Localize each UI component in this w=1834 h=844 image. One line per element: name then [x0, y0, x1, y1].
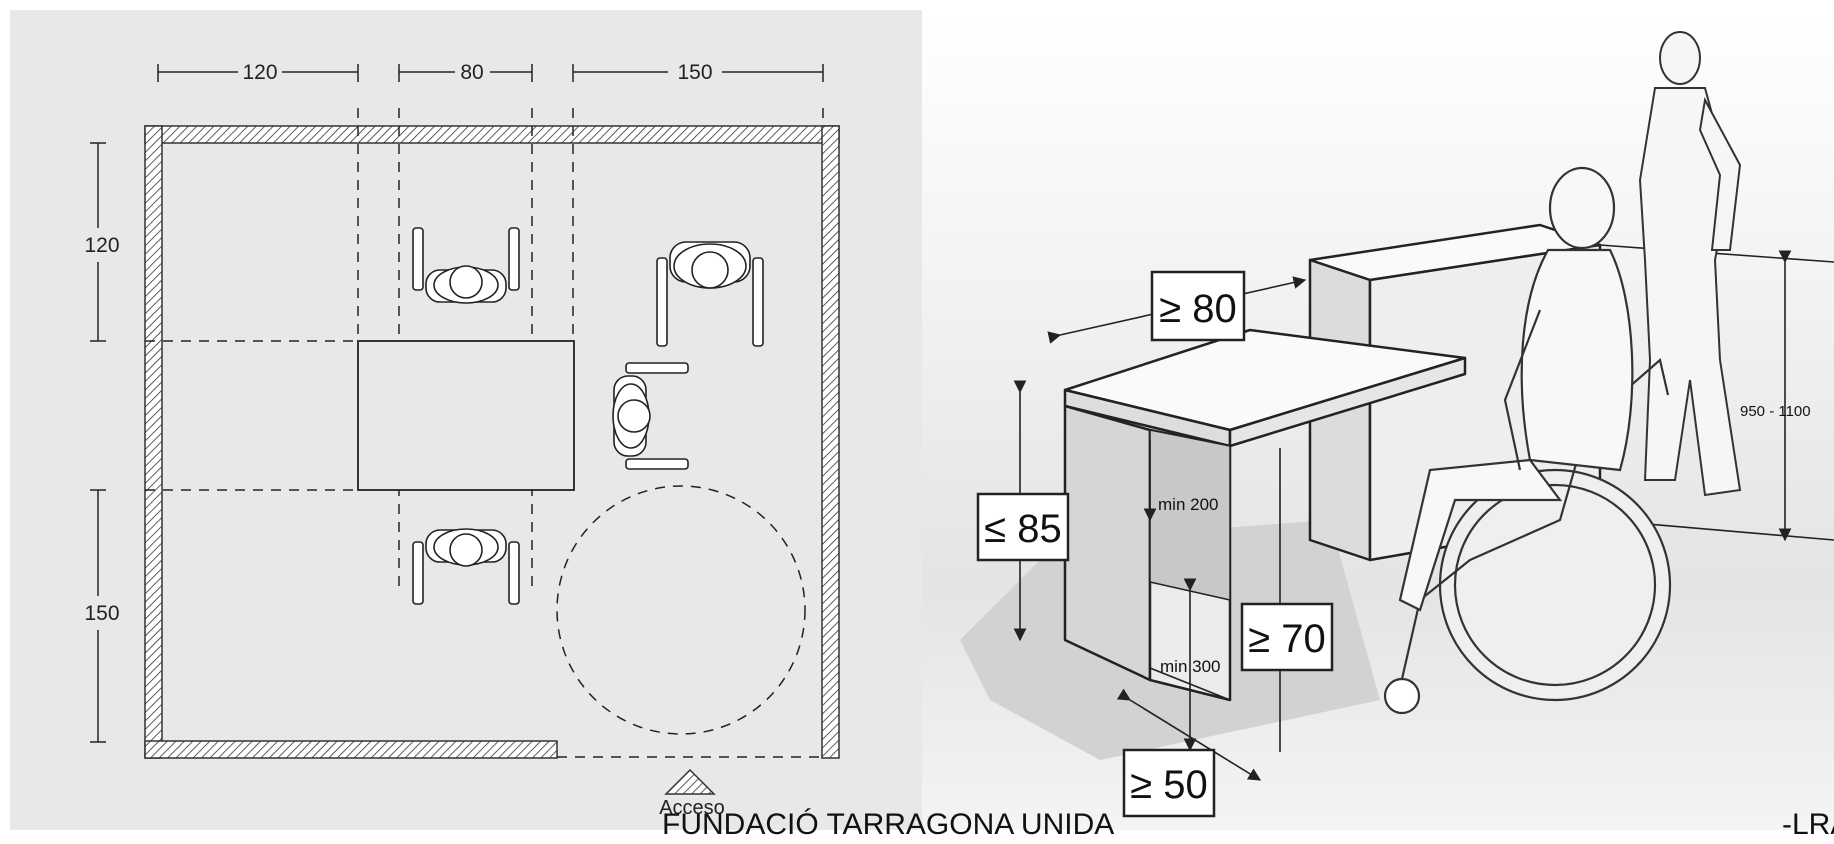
wheelchair-user-icon — [412, 528, 520, 605]
access-arrow-icon — [664, 768, 716, 795]
label-box-50 — [1122, 748, 1216, 818]
dim-top-3: 150 — [677, 61, 712, 84]
floor-plan: 120 80 150 120 150 — [84, 61, 840, 819]
dashed-guides — [145, 108, 824, 758]
wheelchair-user-side-icon — [1383, 166, 1672, 715]
dim-left-2: 150 — [84, 602, 119, 625]
wheelchair-user-icon — [612, 362, 689, 470]
wall-bottom — [144, 740, 558, 759]
dim-top-1: 120 — [242, 61, 277, 84]
footer-organization: FUNDACIÓ TARRAGONA UNIDA — [662, 808, 1115, 841]
label-max-height: ≤ 85 — [984, 507, 1062, 551]
access-label: Acceso — [659, 797, 725, 819]
label-min-200: min 200 — [1158, 495, 1218, 514]
table — [357, 340, 575, 491]
low-counter — [1063, 328, 1467, 702]
wheelchair-user-icon — [412, 227, 520, 304]
dim-top-2: 80 — [460, 61, 483, 84]
label-high-counter-height: 950 - 1100 — [1740, 403, 1811, 420]
label-min-length: ≥ 80 — [1159, 287, 1237, 331]
standing-person-icon — [1638, 31, 1742, 497]
counter-illustration: ≥ 80 ≤ 85 ≥ 70 ≥ 50 min 200 min 300 950 … — [960, 31, 1834, 818]
label-min-depth: ≥ 50 — [1130, 763, 1208, 807]
label-box-70 — [1240, 602, 1334, 672]
left-dimension-lines — [90, 142, 106, 743]
footer-right-text: -LRA — [1782, 808, 1834, 841]
wall-left — [144, 125, 163, 759]
label-box-85 — [976, 492, 1070, 562]
top-dimension-lines — [157, 64, 824, 82]
label-min-knee-height: ≥ 70 — [1248, 617, 1326, 661]
label-box-80 — [1150, 270, 1246, 342]
wheelchair-user-icon — [656, 241, 764, 347]
wall-top — [144, 125, 840, 144]
wall-right — [821, 125, 840, 759]
dim-left-1: 120 — [84, 234, 119, 257]
label-min-300: min 300 — [1160, 657, 1220, 676]
